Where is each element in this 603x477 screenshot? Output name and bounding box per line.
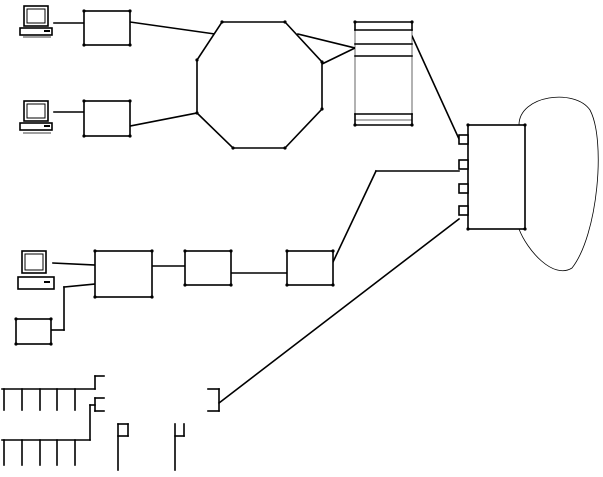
chain-box-3 (286, 250, 334, 286)
stacked-unit (354, 21, 413, 126)
connection-dots (14, 9, 527, 346)
fragment-group (1, 375, 220, 471)
node-box-2 (83, 100, 131, 137)
chain-box-1 (94, 250, 153, 298)
node-box-1 (83, 10, 131, 46)
small-box (15, 318, 52, 345)
desktop-computer-icon (17, 250, 55, 290)
loop-cable (518, 96, 599, 271)
desktop-computer-icon (19, 5, 53, 38)
hub-device (458, 124, 526, 230)
connection-lines (50, 21, 461, 405)
ring-octagon (196, 21, 323, 149)
desktop-computer-icon (19, 100, 53, 134)
chain-box-2 (184, 250, 232, 286)
